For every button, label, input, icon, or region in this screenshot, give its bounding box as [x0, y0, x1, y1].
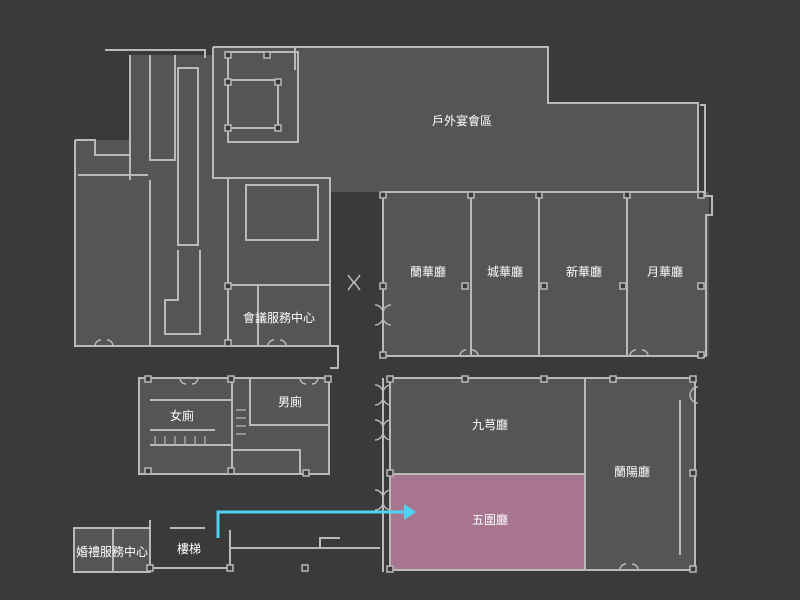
room-labels: 戶外宴會區 蘭華廳 城華廳 新華廳 月華廳 會議服務中心 女廁 男廁 九芎廳 蘭… — [76, 113, 683, 559]
route-arrow-head — [404, 504, 416, 520]
outdoor-area-floor — [213, 47, 698, 192]
cheng-hua-hall-label[interactable]: 城華廳 — [487, 264, 523, 279]
left-corridor-floor — [130, 55, 212, 145]
route-arrow-line — [216, 510, 404, 538]
mens-restroom-label[interactable]: 男廁 — [278, 394, 302, 409]
yue-hua-hall-label[interactable]: 月華廳 — [647, 264, 683, 279]
lan-hua-hall-label[interactable]: 蘭華廳 — [410, 264, 446, 279]
column-posts — [144, 51, 705, 573]
wedding-service-center-label[interactable]: 婚禮服務中心 — [76, 544, 148, 559]
xin-hua-hall-label[interactable]: 新華廳 — [566, 264, 602, 279]
jiu-gao-hall-label[interactable]: 九芎廳 — [472, 417, 508, 432]
womens-restroom-label[interactable]: 女廁 — [170, 408, 194, 423]
route-arrow — [216, 504, 416, 538]
lan-yang-hall-label[interactable]: 蘭陽廳 — [614, 464, 650, 479]
outdoor-area-label[interactable]: 戶外宴會區 — [432, 113, 492, 128]
meeting-service-center-label[interactable]: 會議服務中心 — [243, 310, 315, 325]
door-swings — [94, 274, 699, 571]
lan-yang-floor — [585, 378, 695, 570]
room-floors — [74, 47, 709, 572]
restroom-stalls — [154, 409, 246, 444]
walls — [73, 46, 713, 573]
stairs-label[interactable]: 樓梯 — [177, 541, 201, 556]
jiu-gao-floor — [390, 378, 585, 474]
wu-wei-hall-label[interactable]: 五圍廳 — [472, 512, 508, 527]
wu-wei-hall-highlight — [390, 474, 585, 570]
halls-floor — [383, 192, 709, 356]
left-wing-floor — [76, 140, 228, 346]
